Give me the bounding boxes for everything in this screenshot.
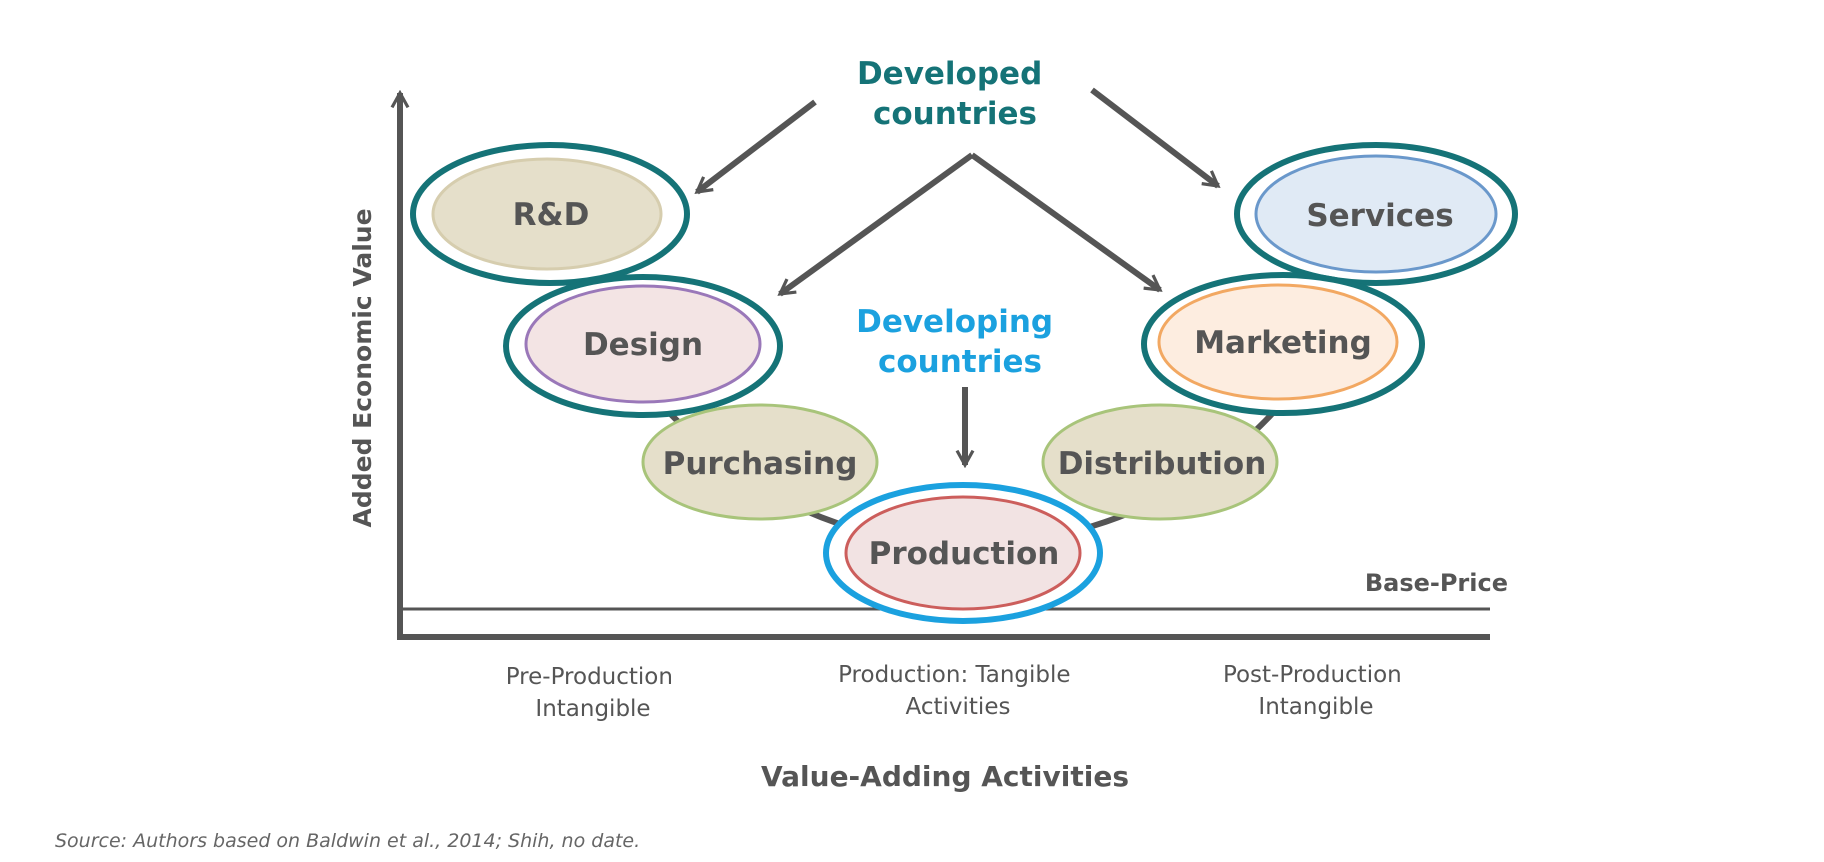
marketing-bubble — [1157, 283, 1399, 401]
services-bubble — [1254, 154, 1498, 274]
y-axis-title: Added Economic Value — [348, 208, 377, 527]
phase-prod-line-2: Activities — [906, 694, 1011, 720]
phase-label-post-production: Post-Production Intangible — [1223, 662, 1409, 720]
rnd-bubble — [431, 157, 663, 271]
services-label: Services — [1306, 198, 1453, 234]
arrow-to-marketing — [970, 152, 1160, 293]
developed-countries-line-1: Developed — [857, 56, 1042, 92]
developed-countries-line-2: countries — [873, 96, 1037, 132]
purchasing-label: Purchasing — [663, 446, 858, 482]
marketing-label: Marketing — [1194, 325, 1372, 361]
phase-prod-line-1: Production: Tangible — [838, 662, 1070, 688]
x-axis-title: Value-Adding Activities — [761, 760, 1129, 793]
design-bubble — [524, 284, 762, 404]
distribution-bubble — [1041, 403, 1279, 521]
developed-countries-label: Developed countries — [857, 56, 1053, 132]
design-label: Design — [583, 327, 703, 363]
rnd-label: R&D — [513, 197, 590, 233]
phase-pre-line-1: Pre-Production — [506, 664, 673, 690]
arrow-to-rnd — [697, 99, 817, 195]
developing-countries-line-1: Developing — [856, 304, 1053, 340]
developing-countries-line-2: countries — [878, 344, 1042, 380]
developing-countries-label: Developing countries — [856, 304, 1064, 380]
arrow-to-design — [780, 152, 974, 297]
arrow-to-services — [1090, 87, 1218, 189]
base-price-label: Base-Price — [1365, 569, 1508, 597]
production-label: Production — [869, 536, 1060, 572]
source-note: Source: Authors based on Baldwin et al.,… — [55, 830, 641, 852]
phase-label-pre-production: Pre-Production Intangible — [506, 664, 681, 722]
phase-post-line-1: Post-Production — [1223, 662, 1402, 688]
phase-post-line-2: Intangible — [1258, 694, 1373, 720]
phase-pre-line-2: Intangible — [535, 696, 650, 722]
phase-label-production: Production: Tangible Activities — [838, 662, 1078, 720]
production-bubble — [844, 495, 1082, 611]
purchasing-bubble — [641, 403, 879, 521]
distribution-label: Distribution — [1058, 446, 1267, 482]
